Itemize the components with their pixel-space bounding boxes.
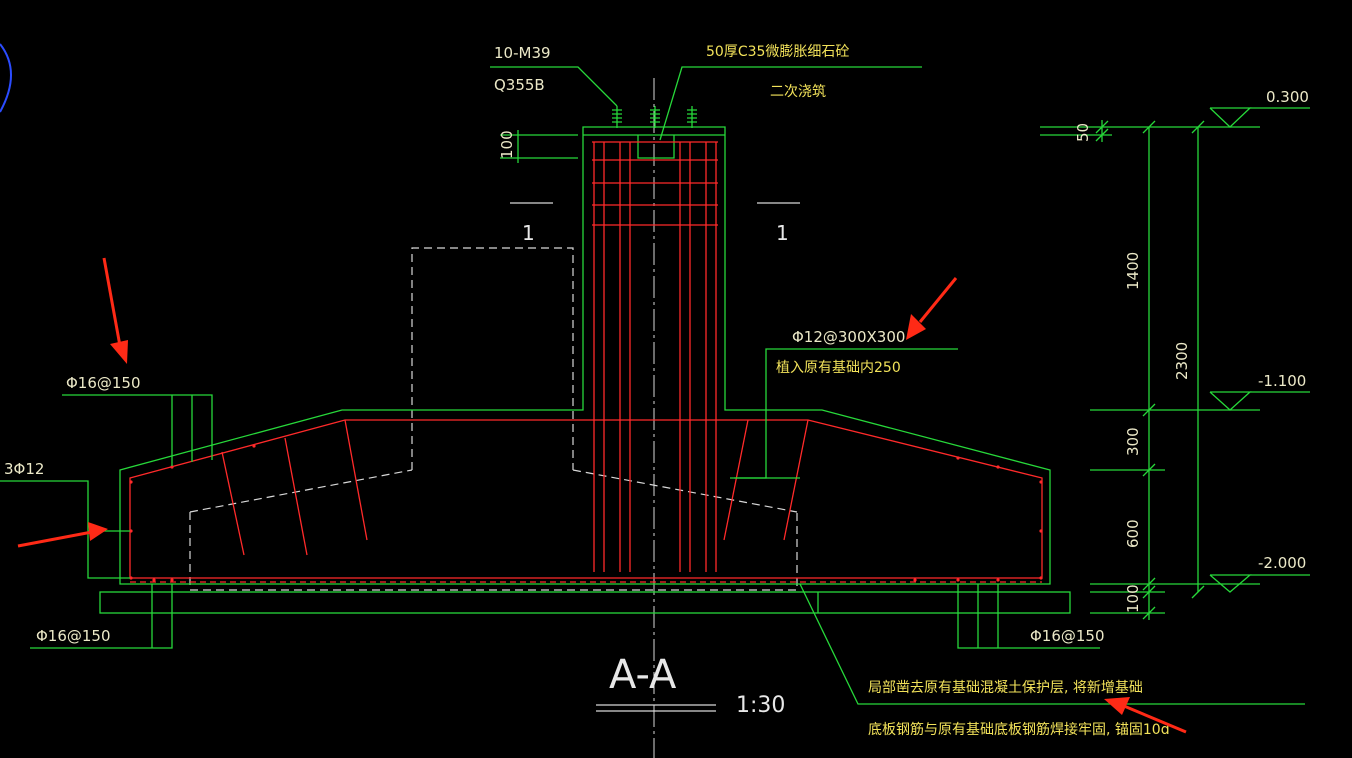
grout-label-line2: 二次浇筑	[770, 84, 826, 100]
dim-100-bottom: 100	[1124, 584, 1142, 613]
arrow-top-left	[102, 257, 128, 364]
bottom-rebar-left-label: Φ16@150	[36, 627, 111, 645]
section-mark-left: 1	[522, 221, 535, 245]
bolt-label: 10-M39	[494, 44, 551, 62]
elevation-top: 0.300	[1266, 88, 1309, 106]
arrow-note	[1104, 697, 1187, 734]
side-rebar-left-label: 3Φ12	[4, 460, 44, 478]
dim-1400: 1400	[1124, 252, 1142, 290]
note-line1: 局部凿去原有基础混凝土保护层, 将新增基础	[868, 679, 1143, 696]
top-rebar-left-label: Φ16@150	[66, 374, 141, 392]
scale-label: 1:30	[736, 693, 785, 718]
grout-label-line1: 50厚C35微膨胀细石砼	[706, 43, 849, 60]
section-title: A-A	[609, 652, 677, 698]
dim-50: 50	[1074, 123, 1092, 142]
dowel-rebar-label: Φ12@300X300	[792, 328, 905, 346]
anchor-bolts	[612, 106, 697, 128]
arrow-dowel	[906, 277, 958, 340]
top-dimension	[500, 130, 578, 163]
existing-footing	[189, 247, 798, 591]
section-mark-right: 1	[776, 221, 789, 245]
steel-grade-label: Q355B	[494, 76, 545, 94]
annotation-arrows	[17, 257, 1187, 734]
rebar-cage	[129, 141, 1043, 583]
dowel-embed-label: 植入原有基础内250	[776, 359, 901, 376]
dimension-chain	[1040, 120, 1260, 620]
arrow-side-left	[17, 522, 108, 548]
dim-300: 300	[1124, 427, 1142, 456]
elevation-bottom: -2.000	[1258, 554, 1306, 572]
new-foundation-outline	[99, 126, 1071, 614]
selection-arc	[0, 43, 12, 113]
elevation-middle: -1.100	[1258, 372, 1306, 390]
dim-2300: 2300	[1173, 342, 1191, 380]
dim-600: 600	[1124, 519, 1142, 548]
title-underline	[596, 704, 716, 712]
elevation-markers	[1209, 107, 1310, 593]
dim-100-top: 100	[498, 130, 516, 159]
leader-lines	[0, 66, 1305, 705]
bottom-rebar-right-label: Φ16@150	[1030, 627, 1105, 645]
note-line2: 底板钢筋与原有基础底板钢筋焊接牢固, 锚固10d	[868, 721, 1170, 738]
